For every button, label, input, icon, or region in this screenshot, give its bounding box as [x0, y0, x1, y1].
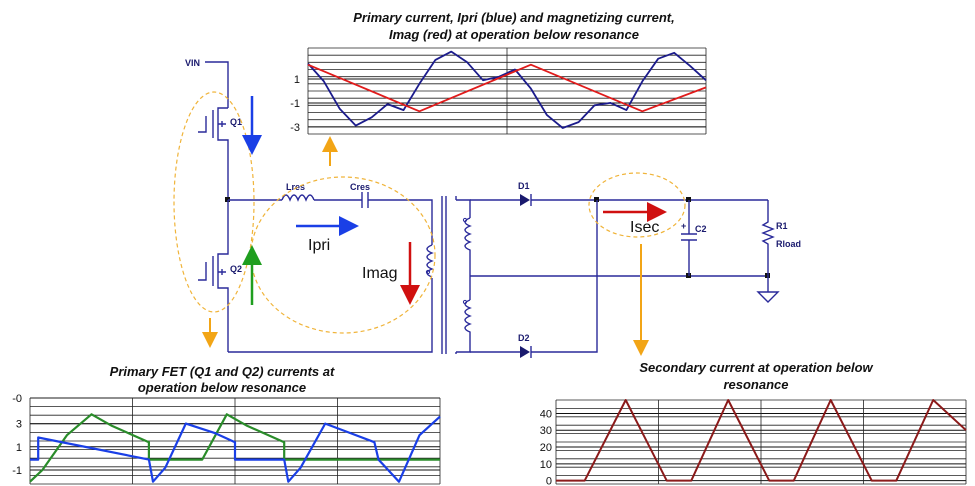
sec-dot-upper: [462, 217, 468, 223]
cres-capacitor: [361, 192, 369, 208]
lres-inductor: [281, 194, 315, 202]
vin-wire: [205, 61, 229, 108]
q2-mosfet: [198, 200, 229, 352]
d1-diode: [520, 194, 530, 206]
y-tick-label: 20: [540, 442, 552, 454]
secondary-current-chart: 40 30 20 10 0: [540, 399, 967, 486]
c2-capacitor: [681, 200, 697, 276]
sec-top-wire: [456, 199, 471, 218]
secondary-winding-upper: [464, 217, 472, 276]
lres-label: Lres: [286, 182, 305, 192]
ground-icon: [756, 291, 780, 303]
fet-group-outline: [173, 91, 255, 313]
rload-label: Rload: [776, 239, 801, 249]
sec-dot-lower: [462, 299, 468, 305]
transformer-core: [441, 196, 447, 354]
right-chart-title-line1: Secondary current at operation below: [639, 360, 873, 375]
left-chart-title-line2: operation below resonance: [138, 380, 306, 395]
y-tick-label: -1: [290, 98, 300, 110]
y-tick-label: 30: [540, 425, 552, 437]
y-tick-label: 3: [16, 419, 22, 431]
y-tick-label: -3: [290, 122, 300, 134]
y-tick-label: -1: [12, 465, 22, 477]
switch-node: [225, 197, 230, 202]
cres-label: Cres: [350, 182, 370, 192]
isec-label: Isec: [630, 219, 659, 236]
ipri-label: Ipri: [308, 237, 330, 254]
primary-dot: [425, 269, 431, 275]
y-tick-label: 10: [540, 459, 552, 471]
isec-group-outline: [588, 172, 686, 238]
fet-currents-chart: -0 3 1 -1: [12, 393, 441, 485]
vin-label: VIN: [185, 58, 200, 68]
primary-winding: [426, 244, 434, 278]
y-tick-label: 1: [294, 74, 300, 86]
primary-return-wire: [228, 278, 433, 353]
y-tick-label: 1: [16, 442, 22, 454]
series-line-q1: [30, 415, 441, 483]
series-line-imag: [307, 63, 707, 113]
r1-label: R1: [776, 221, 788, 231]
ipri-imag-chart: 1 -1 -3: [290, 47, 707, 135]
imag-label: Imag: [362, 265, 398, 282]
series-line-ipri: [307, 50, 707, 129]
node-c2: [686, 197, 691, 202]
q1-label: Q1: [230, 117, 242, 127]
series-line-q2: [29, 413, 440, 483]
q2-label: Q2: [230, 264, 242, 274]
top-chart-title-line1: Primary current, Ipri (blue) and magneti…: [353, 10, 674, 25]
series-line-isec: [556, 399, 967, 482]
d2-label: D2: [518, 333, 530, 343]
d1-label: D1: [518, 181, 530, 191]
y-tick-label: 0: [546, 476, 552, 486]
top-chart-title-line2: Imag (red) at operation below resonance: [389, 27, 639, 42]
r1-resistor: [761, 200, 775, 292]
y-tick-label: 40: [540, 408, 552, 420]
secondary-winding-lower: [456, 299, 472, 353]
q1-mosfet: [198, 107, 229, 200]
c2-label: C2: [695, 224, 707, 234]
right-chart-title-line2: resonance: [723, 377, 788, 392]
y-tick-label: -0: [12, 393, 22, 405]
svg-text:+: +: [681, 221, 686, 231]
node-d1: [594, 197, 599, 202]
d2-diode: [520, 346, 530, 358]
wire-to-transformer: [368, 199, 433, 245]
schematic: VIN Q1 Q2 Lres Cres: [185, 58, 801, 358]
d2-return: [531, 200, 598, 353]
left-chart-title-line1: Primary FET (Q1 and Q2) currents at: [110, 364, 335, 379]
